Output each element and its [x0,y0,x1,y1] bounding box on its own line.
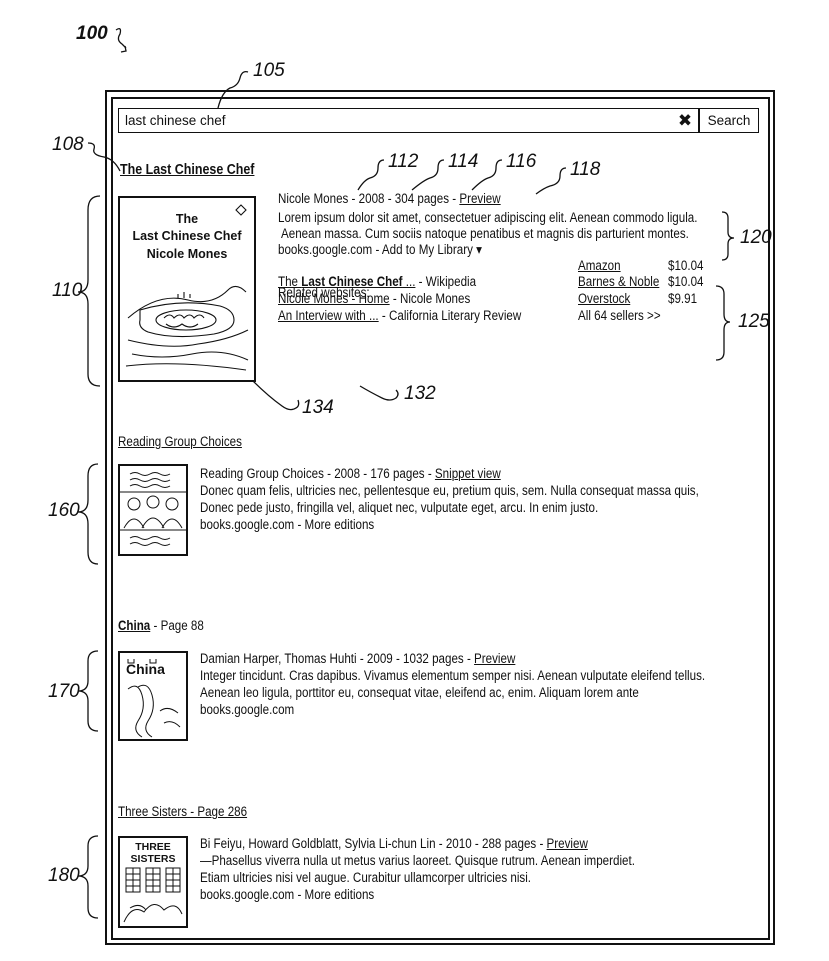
related-site-source: - Wikipedia [415,274,477,289]
ref-125: 125 [738,311,770,332]
close-icon[interactable]: ✖ [677,111,693,130]
book-meta: Reading Group Choices - 2008 - 176 pages… [200,466,501,481]
ref-120: 120 [740,227,772,248]
ref-160: 160 [48,500,80,521]
cover-title-line: The [175,212,199,226]
related-websites-header: Related websites: [278,285,370,300]
snippet-line: Donec pede justo, fringilla vel, aliquet… [200,500,599,515]
search-button[interactable]: Search [699,108,759,133]
ref-132: 132 [404,383,436,404]
seller-price: $10.04 [668,258,704,273]
ref-108: 108 [52,134,84,155]
snippet-view-link[interactable]: Snippet view [434,466,501,481]
snippet-line: Aenean massa. Cum sociis natoque penatib… [281,226,689,241]
ref-110: 110 [52,280,83,301]
source-more-editions[interactable]: books.google.com - More editions [200,887,375,902]
snippet-line: Lorem ipsum dolor sit amet, consectetuer… [278,210,698,225]
snippet-line: Etiam ultricies nisi vel augue. Curabitu… [200,870,532,885]
cover-title: China [126,661,165,677]
related-site-source: - Nicole Mones [389,291,471,306]
snippet-line: Aenean leo ligula, porttitor eu, consequ… [200,685,639,700]
cover-title-line: SISTERS [130,853,176,865]
snippet-line: Donec quam felis, ultricies nec, pellent… [200,483,699,498]
book-cover[interactable]: The Last Chinese Chef Nicole Mones [118,196,256,382]
preview-link[interactable]: Preview [546,836,588,851]
figure-ref-100: 100 [76,23,108,44]
book-meta-text: Damian Harper, Thomas Huhti - 2009 - 103… [200,651,475,666]
related-site-source: - California Literary Review [378,308,522,323]
book-meta-text: Nicole Mones - 2008 - 304 pages - [278,191,460,206]
related-site-row: The Last Chinese Chef ... - Wikipedia [278,274,476,289]
link-text-bold: Last Chinese Chef [301,274,403,289]
related-site-link[interactable]: The Last Chinese Chef ... [278,274,415,289]
result-title-bold: China [118,618,151,633]
ref-114: 114 [448,151,479,172]
cover-title-line: THREE [135,841,171,853]
window-frame-inner [111,97,770,940]
bowl-hands-illustration [125,204,249,371]
seller-price: $9.91 [668,291,698,306]
result-title[interactable]: Three Sisters - Page 286 [118,804,248,819]
seller-price: $10.04 [668,274,704,289]
result-title-page: - Page 88 [150,618,204,633]
great-wall-illustration [127,659,181,738]
ref-180: 180 [48,865,80,886]
result-title[interactable]: The Last Chinese Chef [120,162,255,178]
three-figures-illustration [120,472,186,546]
ref-134: 134 [302,397,334,418]
ref-170: 170 [48,681,80,702]
search-input[interactable] [118,108,699,133]
book-cover[interactable]: China [118,651,188,741]
result-title[interactable]: Reading Group Choices [118,434,242,449]
snippet-line: —Phasellus viverra nulla ut metus varius… [200,853,635,868]
link-text: The [278,274,302,289]
source-add-library[interactable]: books.google.com - Add to My Library ▾ [278,242,482,257]
three-sisters-illustration [123,867,183,923]
result-title[interactable]: China - Page 88 [118,618,204,633]
book-meta-text: Reading Group Choices - 2008 - 176 pages… [200,466,435,481]
book-cover[interactable]: THREE SISTERS [118,836,188,928]
book-meta: Nicole Mones - 2008 - 304 pages - Previe… [278,191,501,206]
window-frame-outer [105,90,775,945]
book-meta: Damian Harper, Thomas Huhti - 2009 - 103… [200,651,515,666]
snippet-line: Integer tincidunt. Cras dapibus. Vivamus… [200,668,706,683]
ref-112: 112 [388,151,419,172]
ref-105: 105 [253,60,285,81]
source-more-editions[interactable]: books.google.com - More editions [200,517,375,532]
book-meta-text: Bi Feiyu, Howard Goldblatt, Sylvia Li-ch… [200,836,547,851]
related-site-row: Nicole Mones - Home - Nicole Mones [278,291,470,306]
all-sellers-link[interactable]: All 64 sellers >> [578,308,661,323]
seller-link[interactable]: Barnes & Noble [578,274,660,289]
book-cover[interactable] [118,464,188,556]
link-text: ... [402,274,416,289]
related-site-row: An Interview with ... - California Liter… [278,308,521,323]
ref-116: 116 [506,151,537,172]
source-link[interactable]: books.google.com [200,702,295,717]
related-site-link[interactable]: Nicole Mones - Home [278,291,390,306]
seller-link[interactable]: Amazon [578,258,621,273]
book-meta: Bi Feiyu, Howard Goldblatt, Sylvia Li-ch… [200,836,588,851]
cover-title-line: Last Chinese Chef [132,229,242,243]
seller-link[interactable]: Overstock [578,291,631,306]
cover-author-line: Nicole Mones [146,247,228,261]
preview-link[interactable]: Preview [459,191,501,206]
preview-link[interactable]: Preview [474,651,516,666]
related-site-link[interactable]: An Interview with ... [278,308,379,323]
ref-118: 118 [570,159,601,180]
